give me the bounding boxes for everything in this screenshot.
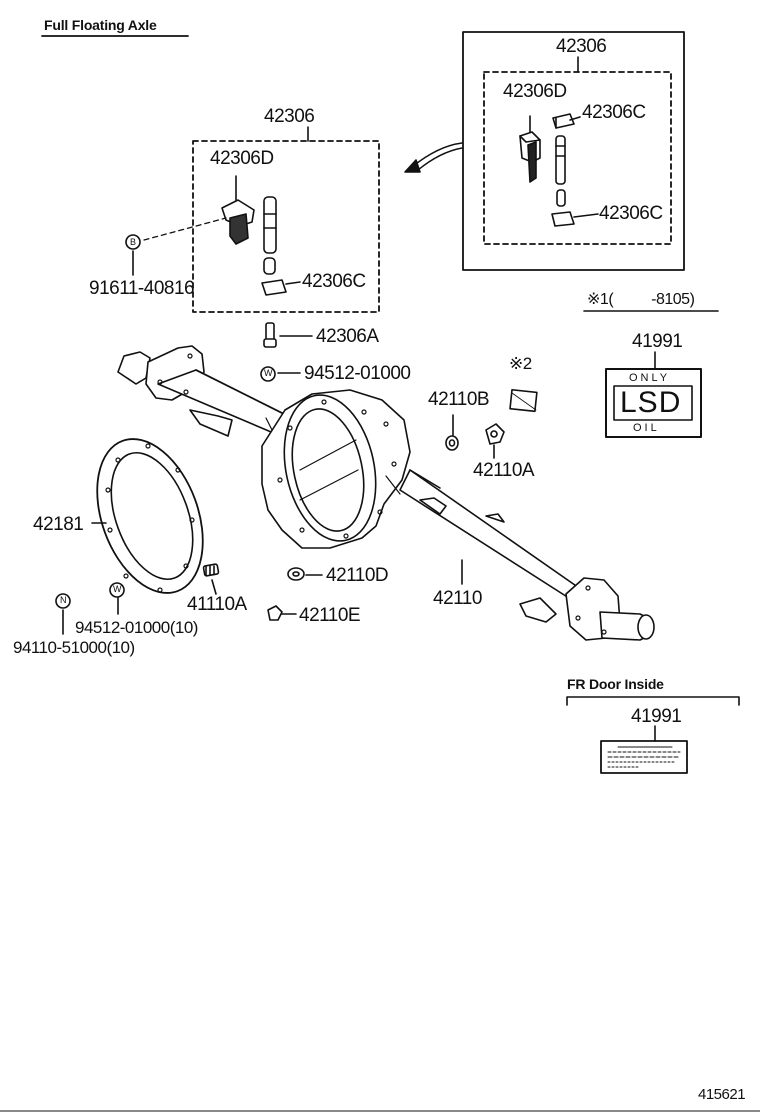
curved-arrow: [404, 142, 463, 173]
fr-door-bracket: [566, 696, 740, 706]
inset-sensor-bracket: [519, 131, 541, 183]
plug-a-label: 42110A: [473, 460, 535, 481]
bolt-label: 91611-40816: [89, 278, 195, 299]
fr-door-part-label: 41991: [631, 706, 682, 727]
lsd-part-label: 41991: [632, 331, 683, 352]
note1-label: ※1( -8105): [587, 291, 695, 308]
washer-qty-label: 94512-01000(10): [75, 618, 198, 637]
washer-w-icon-top: [260, 366, 276, 382]
washer-w-letter-bottom: W: [113, 584, 122, 594]
gasket-42181: [96, 438, 204, 594]
fr-door-title: FR Door Inside: [567, 676, 664, 692]
lsd-label-box: [605, 368, 702, 438]
plug-b-label: 42110B: [428, 389, 490, 410]
note1-open: (: [608, 291, 614, 308]
inset-box: [462, 31, 685, 271]
inset-clip-top: [552, 113, 575, 129]
lsd-oil-text: OIL: [633, 422, 660, 434]
part-c-label: 42306C: [302, 271, 366, 292]
sensor-bracket: [221, 175, 255, 245]
nut-n-icon: [55, 593, 71, 609]
nut-n-letter: N: [60, 595, 67, 605]
plug-42110a-icon: [485, 423, 505, 445]
inset-sensor-rod: [555, 135, 566, 207]
inset-part-c-bottom-label: 42306C: [599, 203, 663, 224]
note1-range: -8105): [651, 291, 695, 308]
lsd-only-text: ONLY: [629, 372, 671, 384]
housing-label: 42110: [433, 588, 482, 609]
sensor-clip: [261, 279, 287, 296]
housing-details: [157, 353, 607, 635]
diagram-title: Full Floating Axle: [44, 17, 157, 33]
inset-part-d-label: 42306D: [503, 81, 567, 102]
inset-part-c-top-label: 42306C: [582, 102, 646, 123]
nut-qty-label: 94110-51000(10): [13, 638, 135, 657]
door-label-text-lines: [607, 746, 681, 768]
plug-42110b-icon: [445, 435, 459, 451]
inset-clip-bottom: [551, 211, 575, 227]
figure-code: 415621: [698, 1086, 746, 1103]
bolt-b-icon: [125, 234, 141, 250]
washer-w-letter-top: W: [264, 368, 273, 378]
part-d-label: 42306D: [210, 148, 274, 169]
assembly-label: 42306: [264, 106, 315, 127]
lsd-main-text: LSD: [620, 386, 682, 419]
stud-41110a-icon: [202, 563, 220, 577]
part-42110e-icon: [267, 605, 283, 621]
gasket-label: 42181: [33, 514, 84, 535]
part-42110d-icon: [287, 567, 305, 581]
part-a-label: 42306A: [316, 326, 379, 347]
inset-assembly-label: 42306: [556, 36, 607, 57]
stud-label: 41110A: [187, 594, 247, 615]
part-e-label: 42110E: [299, 605, 361, 626]
sensor-rod: [263, 196, 277, 275]
note1-symbol: ※1: [587, 291, 609, 308]
door-label-plate: [600, 740, 688, 774]
sensor-bolt-icon: [263, 322, 277, 348]
washer-w-icon-bottom: [109, 582, 125, 598]
axle-housing: [117, 345, 655, 641]
part-d2-label: 42110D: [326, 565, 389, 586]
note2-label: ※2: [509, 354, 532, 373]
bolt-b-letter: B: [130, 237, 136, 247]
washer-top-label: 94512-01000: [304, 363, 411, 384]
